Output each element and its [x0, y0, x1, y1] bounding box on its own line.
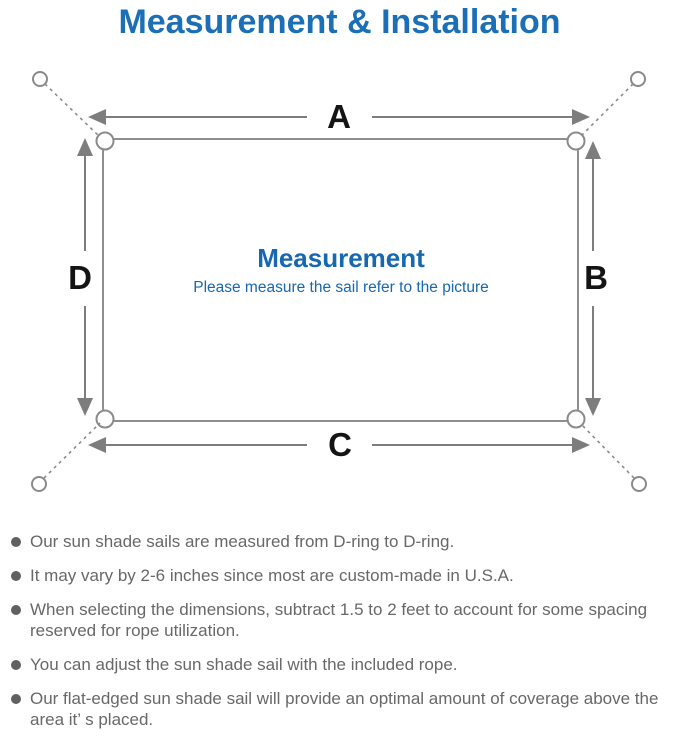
bullet-icon: [11, 571, 21, 581]
measurement-diagram: A C D B Measurement Please measure the s…: [31, 71, 647, 492]
anchor-point-bottom-left: [31, 476, 47, 492]
note-text: You can adjust the sun shade sail with t…: [30, 655, 458, 674]
note-text: Our flat-edged sun shade sail will provi…: [30, 689, 659, 729]
arrowhead-c-left: [88, 437, 106, 453]
rope-line-top-left: [44, 83, 101, 138]
dim-label-a: A: [327, 98, 351, 135]
rope-line-bottom-left: [43, 422, 101, 479]
arrowhead-a-right: [572, 109, 590, 125]
arrowhead-c-right: [572, 437, 590, 453]
notes-list: Our sun shade sails are measured from D-…: [10, 531, 675, 739]
anchor-point-top-right: [630, 71, 646, 87]
d-ring-bottom-left: [95, 409, 115, 429]
arrowhead-d-bottom: [77, 398, 93, 416]
bullet-icon: [11, 605, 21, 615]
page-title: Measurement & Installation: [118, 3, 561, 41]
diagram-center-subtitle: Please measure the sail refer to the pic…: [193, 279, 489, 296]
rope-line-top-right: [579, 83, 634, 138]
bullet-icon: [11, 660, 21, 670]
list-item: When selecting the dimensions, subtract …: [10, 599, 675, 641]
rope-line-bottom-right: [579, 422, 635, 479]
note-text: When selecting the dimensions, subtract …: [30, 600, 648, 640]
d-ring-top-right: [566, 131, 586, 151]
list-item: Our flat-edged sun shade sail will provi…: [10, 688, 675, 730]
arrowhead-a-left: [88, 109, 106, 125]
arrowhead-b-bottom: [585, 398, 601, 416]
d-ring-bottom-right: [566, 409, 586, 429]
list-item: It may vary by 2-6 inches since most are…: [10, 565, 675, 586]
list-item: Our sun shade sails are measured from D-…: [10, 531, 675, 552]
dim-label-c: C: [328, 426, 352, 463]
sail-outline: [102, 138, 579, 422]
arrowhead-d-top: [77, 138, 93, 156]
list-item: You can adjust the sun shade sail with t…: [10, 654, 675, 675]
arrowhead-b-top: [585, 141, 601, 159]
d-ring-top-left: [95, 131, 115, 151]
diagram-center-title: Measurement: [257, 243, 425, 273]
anchor-point-bottom-right: [631, 476, 647, 492]
dim-label-d: D: [68, 259, 92, 296]
bullet-icon: [11, 694, 21, 704]
note-text: It may vary by 2-6 inches since most are…: [30, 566, 514, 585]
note-text: Our sun shade sails are measured from D-…: [30, 532, 455, 551]
dim-label-b: B: [584, 259, 608, 296]
bullet-icon: [11, 537, 21, 547]
anchor-point-top-left: [32, 71, 48, 87]
